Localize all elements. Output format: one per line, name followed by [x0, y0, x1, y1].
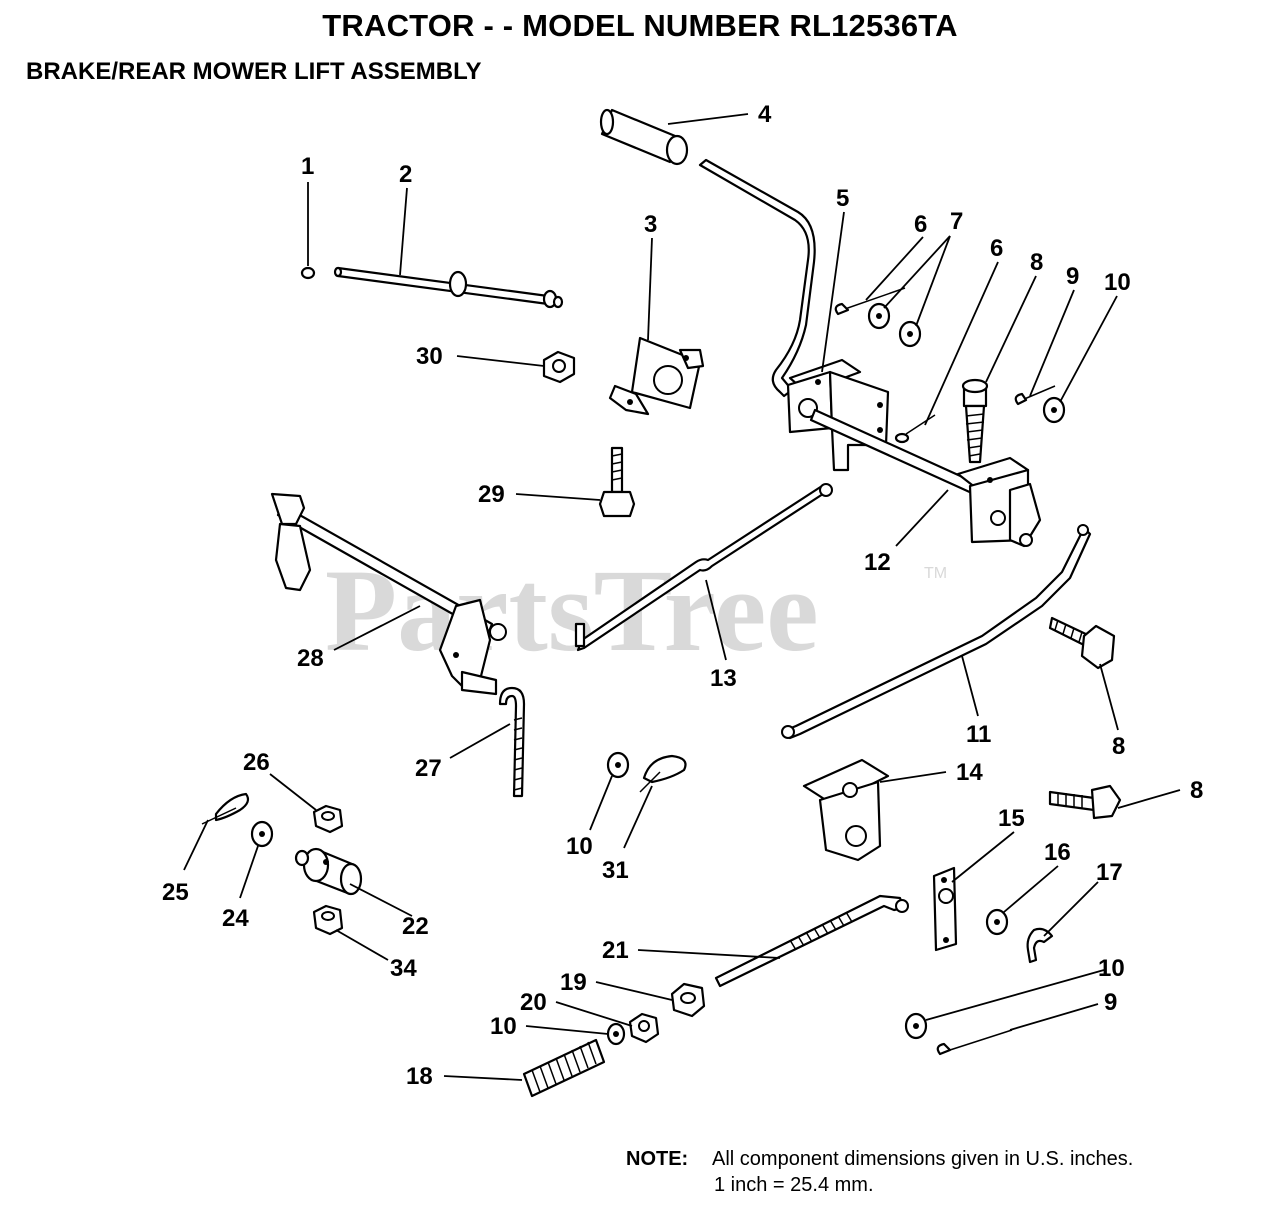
part-12-end-bracket [956, 456, 1042, 548]
part-20-nut [628, 1012, 660, 1044]
part-10-washer-4 [904, 1012, 928, 1040]
part-28-brake-shaft [270, 492, 507, 696]
part-31-hair-pin [639, 754, 687, 793]
part-15-plate [932, 866, 958, 952]
part-17-e-clip [1026, 927, 1054, 964]
part-19-nut [670, 982, 706, 1018]
part-8-bolt-3 [1048, 784, 1122, 820]
callout-10d: 10 [1098, 955, 1125, 982]
callout-19: 19 [560, 969, 587, 996]
callout-11: 11 [966, 721, 991, 748]
note-line-2: 1 inch = 25.4 mm. [714, 1174, 874, 1196]
dimension-note: NOTE: All component dimensions given in U… [626, 1146, 1133, 1198]
part-1-pin [300, 266, 316, 280]
callout-8: 8 [1030, 249, 1043, 276]
part-10-washer [1042, 396, 1066, 424]
callout-17: 17 [1096, 859, 1123, 886]
callout-10b: 10 [566, 833, 593, 860]
callout-28: 28 [297, 645, 324, 672]
part-34-nut [312, 904, 344, 936]
diagram-subtitle: BRAKE/REAR MOWER LIFT ASSEMBLY [26, 58, 482, 85]
callout-5: 5 [836, 185, 849, 212]
part-26-nut [312, 804, 344, 834]
callout-8b: 8 [1112, 733, 1125, 760]
callout-13: 13 [710, 665, 737, 692]
callout-20: 20 [520, 989, 547, 1016]
callout-30: 30 [416, 343, 443, 370]
part-27-j-bolt [498, 686, 526, 798]
callout-25: 25 [162, 879, 189, 906]
callout-18: 18 [406, 1063, 433, 1090]
callout-1: 1 [301, 153, 314, 180]
part-22-trunnion [294, 847, 363, 896]
part-6-cotter-pin [834, 287, 936, 444]
part-16-washer [985, 908, 1009, 936]
callout-29: 29 [478, 481, 505, 508]
callout-31: 31 [602, 857, 629, 884]
callout-21: 21 [602, 937, 629, 964]
note-line-1: All component dimensions given in U.S. i… [712, 1148, 1134, 1170]
callout-6b: 6 [990, 235, 1003, 262]
callout-3: 3 [644, 211, 657, 238]
part-8-bolt-2 [1048, 616, 1116, 670]
part-25-hair-pin [201, 792, 250, 825]
part-13-rod [574, 483, 833, 652]
callout-16: 16 [1044, 839, 1071, 866]
part-10-washer-2 [606, 751, 630, 779]
diagram-title: TRACTOR - - MODEL NUMBER RL12536TA [322, 8, 958, 43]
callout-24: 24 [222, 905, 249, 932]
part-5-lift-shaft-bracket [786, 358, 890, 472]
callout-labels: 1 2 3 4 5 6 7 6 8 9 10 30 29 12 28 13 11… [162, 101, 1203, 1090]
part-21-rod [714, 894, 909, 988]
part-8-bolt [961, 378, 989, 464]
part-11-rod [781, 524, 1092, 740]
part-24-washer [250, 820, 274, 848]
callout-14: 14 [956, 759, 983, 786]
callout-4: 4 [758, 101, 772, 128]
callout-22: 22 [402, 913, 429, 940]
callout-9: 9 [1066, 263, 1079, 290]
part-18-spring [522, 1038, 606, 1098]
callout-7: 7 [950, 208, 963, 235]
callout-12: 12 [864, 549, 891, 576]
part-3-bracket [608, 336, 705, 416]
callout-10: 10 [1104, 269, 1131, 296]
part-10-washer-3 [606, 1022, 626, 1046]
part-4-grip-and-handle [599, 108, 816, 398]
callout-8c: 8 [1190, 777, 1203, 804]
note-label: NOTE: [626, 1148, 689, 1170]
part-30-nut [542, 350, 576, 384]
watermark-tm: TM [924, 565, 947, 582]
part-14-bracket [802, 758, 890, 862]
callout-34: 34 [390, 955, 417, 982]
part-29-bolt [598, 446, 636, 518]
part-2-rod [333, 266, 564, 309]
callout-26: 26 [243, 749, 270, 776]
callout-15: 15 [998, 805, 1025, 832]
callout-6: 6 [914, 211, 927, 238]
callout-27: 27 [415, 755, 442, 782]
part-7-washer [867, 302, 922, 348]
callout-10c: 10 [490, 1013, 517, 1040]
leader-lines [183, 113, 1181, 1081]
part-9-cotter-pin [1014, 385, 1056, 406]
callout-2: 2 [399, 161, 412, 188]
watermark-text: PartsTree [325, 545, 819, 676]
callout-9b: 9 [1104, 989, 1117, 1016]
part-9-cotter-pin-2 [936, 1029, 1013, 1056]
